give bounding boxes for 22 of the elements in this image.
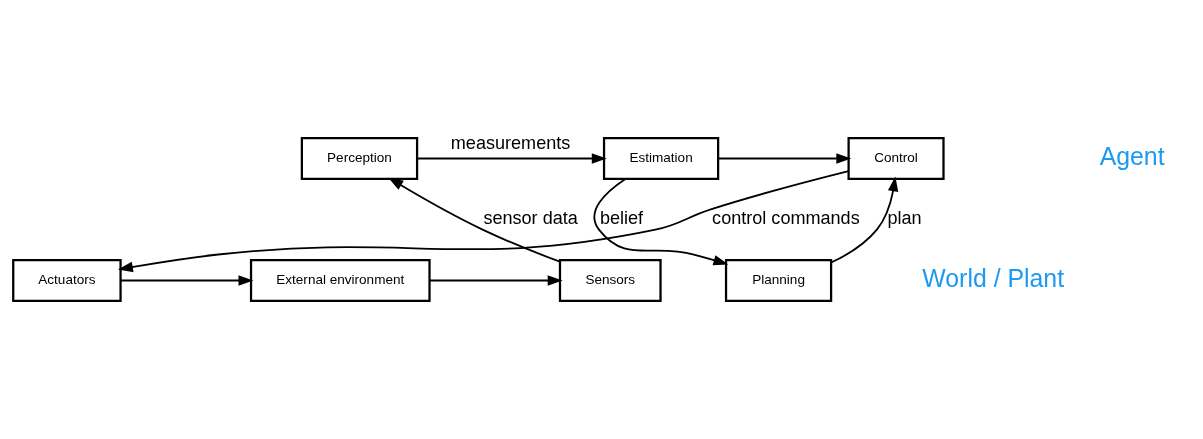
node-box: Planning — [724, 259, 833, 302]
edge-label: control commands — [712, 207, 860, 228]
edge-label: sensor data — [483, 207, 578, 228]
node-box: Control — [847, 137, 945, 180]
arrow — [119, 275, 254, 286]
edge-label: belief — [599, 207, 644, 228]
node-box: Actuators — [12, 259, 122, 302]
node-box: Perception — [300, 137, 419, 180]
arrow — [117, 170, 850, 273]
label: Agent — [1099, 142, 1165, 170]
arrow — [717, 153, 852, 164]
node-box: Sensors — [558, 259, 662, 302]
label: World / Plant — [922, 264, 1065, 292]
arrow — [429, 275, 563, 286]
arrow — [416, 153, 607, 164]
node-box: External environment — [249, 259, 431, 302]
arrow — [388, 177, 561, 263]
node-box: Estimation — [602, 137, 720, 180]
edge-label: plan — [887, 207, 922, 228]
arrow — [830, 176, 899, 264]
arrow — [593, 178, 729, 266]
edge-label: measurements — [450, 133, 571, 154]
